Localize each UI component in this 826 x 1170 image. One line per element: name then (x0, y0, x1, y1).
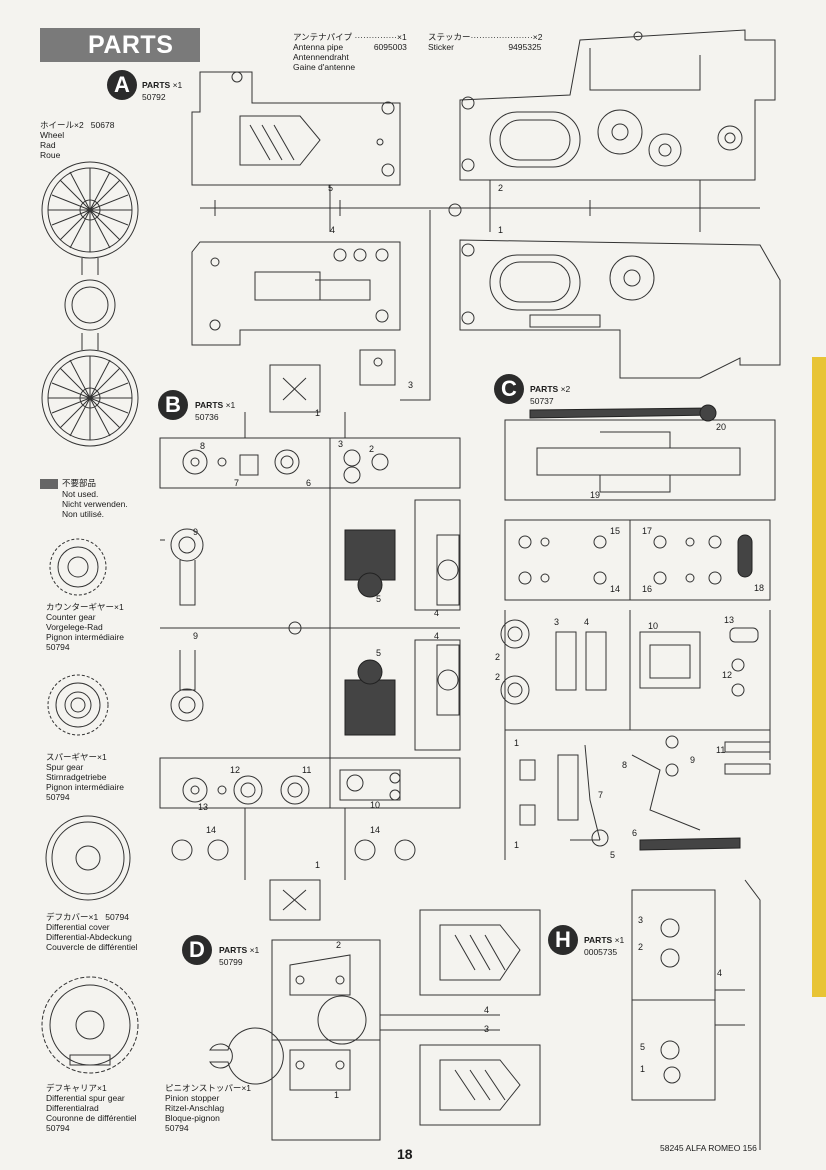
tree-b-title: PARTS ×1 (195, 400, 236, 410)
tree-a-badge: A (107, 70, 137, 100)
part-number-a-3: 1 (498, 225, 504, 235)
part-number-b-1: 8 (200, 441, 206, 451)
part-number-b-11: 4 (434, 631, 440, 641)
part-number-c-3: 17 (642, 526, 653, 536)
part-number-h-1: 2 (638, 942, 644, 952)
part-number-c-7: 3 (554, 617, 560, 627)
tree-d-number: 50799 (219, 957, 243, 967)
accent-bar (812, 357, 826, 997)
part-number-c-21: 6 (632, 828, 638, 838)
tree-a-number: 50792 (142, 92, 166, 102)
counter-gear-label: カウンターギヤー×1 Counter gear Vorgelege-Rad Pi… (46, 602, 124, 652)
part-number-c-4: 14 (610, 584, 621, 594)
part-number-d-0: 2 (336, 940, 342, 950)
part-number-b-4: 3 (338, 439, 344, 449)
part-number-b-18: 1 (315, 860, 321, 870)
part-number-b-9: 9 (193, 631, 199, 641)
part-number-b-17: 14 (370, 825, 381, 835)
tree-d-badge: D (182, 935, 212, 965)
part-number-b-2: 7 (234, 478, 240, 488)
not-used-legend: 不要部品 Not used. Nicht verwenden. Non util… (40, 478, 128, 519)
part-number-c-2: 15 (610, 526, 621, 536)
diff-cover-label: デフカバー×1 50794 Differential cover Differe… (46, 912, 138, 952)
part-number-d-1: 4 (484, 1005, 490, 1015)
part-number-c-12: 2 (495, 652, 501, 662)
part-number-h-2: 4 (717, 968, 723, 978)
part-number-a-1: 2 (498, 183, 504, 193)
sticker-label: ステッカー······················×2 Sticker 94… (428, 32, 543, 52)
part-number-c-6: 18 (754, 583, 765, 593)
part-number-c-5: 16 (642, 584, 653, 594)
part-number-c-13: 2 (495, 672, 501, 682)
part-number-b-6: 9 (193, 527, 199, 537)
part-number-c-18: 7 (598, 790, 604, 800)
part-number-c-16: 9 (690, 755, 696, 765)
part-number-h-4: 1 (640, 1064, 646, 1074)
tree-h-badge: H (548, 925, 578, 955)
part-number-c-11: 12 (722, 670, 733, 680)
page-number: 18 (397, 1146, 413, 1162)
tree-a-title: PARTS ×1 (142, 80, 183, 90)
antenna-pipe-label: アンテナパイプ ···············×1 Antenna pipe 6… (293, 32, 407, 72)
part-number-a-0: 5 (328, 183, 334, 193)
part-number-h-0: 3 (638, 915, 644, 925)
part-number-b-8: 4 (434, 608, 440, 618)
part-number-c-1: 19 (590, 490, 601, 500)
diff-gear-label: デフキャリア×1 Differential spur gear Differen… (46, 1083, 137, 1133)
part-number-h-3: 5 (640, 1042, 646, 1052)
part-number-b-16: 14 (206, 825, 217, 835)
part-number-b-14: 13 (198, 802, 209, 812)
part-number-c-9: 10 (648, 621, 659, 631)
part-number-c-10: 13 (724, 615, 735, 625)
tree-h-title: PARTS ×1 (584, 935, 625, 945)
part-number-c-19: 1 (514, 840, 520, 850)
part-number-b-3: 6 (306, 478, 312, 488)
part-number-d-3: 1 (334, 1090, 340, 1100)
tree-c-number: 50737 (530, 396, 554, 406)
part-number-c-14: 1 (514, 738, 520, 748)
part-number-b-10: 5 (376, 648, 382, 658)
wheel-label: ホイール×2 50678 Wheel Rad Roue (40, 120, 115, 160)
model-name: 58245 ALFA ROMEO 156 (660, 1143, 757, 1153)
part-number-b-0: 1 (315, 408, 321, 418)
part-number-a-2: 4 (330, 225, 336, 235)
pinion-stopper-label: ピニオンストッパー×1 Pinion stopper Ritzel-Anschl… (165, 1083, 252, 1133)
tree-b-number: 50736 (195, 412, 219, 422)
spur-gear-label: スパーギヤー×1 Spur gear Stirnradgetriebe Pign… (46, 752, 124, 802)
part-number-b-12: 12 (230, 765, 241, 775)
tree-h-number: 0005735 (584, 947, 618, 957)
part-number-b-7: 5 (376, 594, 382, 604)
tree-c-badge: C (494, 374, 524, 404)
tree-d-title: PARTS ×1 (219, 945, 260, 955)
tree-c-title: PARTS ×2 (530, 384, 571, 394)
part-number-c-0: 20 (716, 422, 727, 432)
part-number-a-4: 3 (408, 380, 414, 390)
part-number-b-13: 11 (302, 765, 312, 775)
part-number-d-2: 3 (484, 1024, 490, 1034)
not-used-swatch (40, 478, 58, 489)
tree-b-badge: B (158, 390, 188, 420)
part-number-b-15: 10 (370, 800, 381, 810)
page-title: PARTS (40, 28, 200, 62)
part-number-c-15: 8 (622, 760, 628, 770)
part-number-b-5: 2 (369, 444, 375, 454)
part-number-c-20: 5 (610, 850, 616, 860)
part-number-c-17: 11 (716, 745, 726, 755)
part-number-c-8: 4 (584, 617, 590, 627)
